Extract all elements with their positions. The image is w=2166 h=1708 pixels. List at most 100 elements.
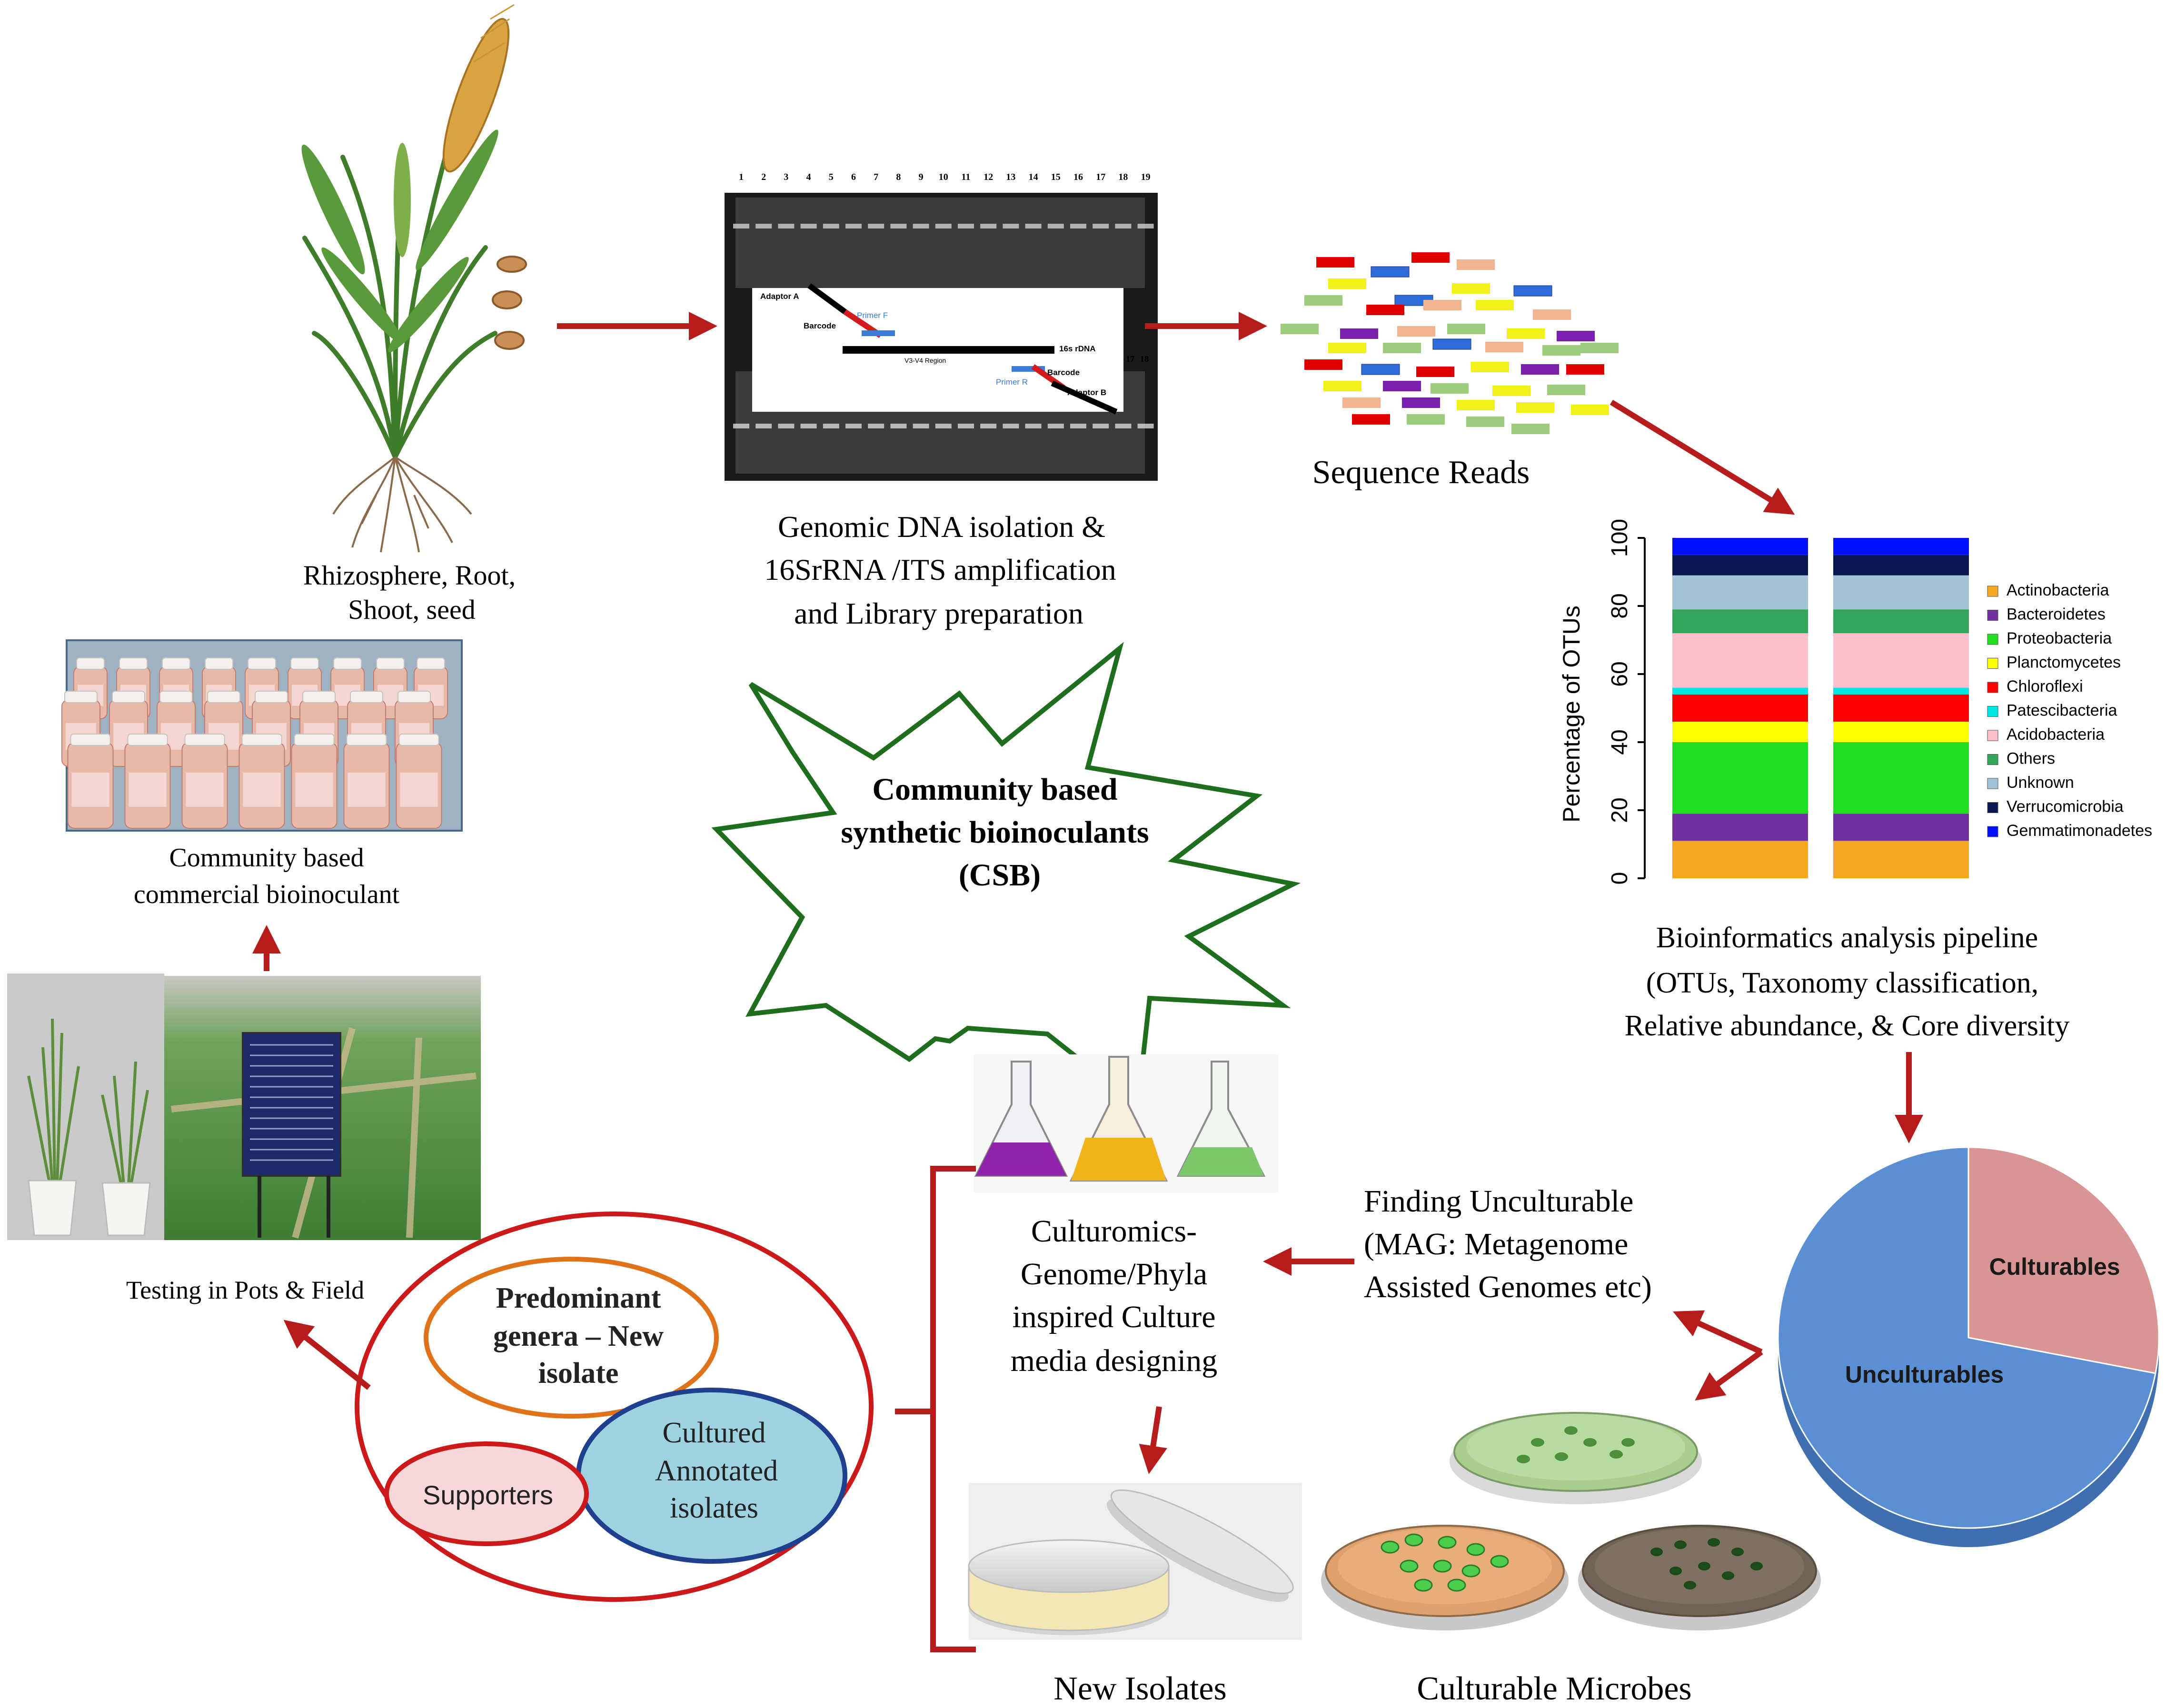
legend-swatch	[1987, 586, 1998, 597]
culturomics-label-line-4: media designing	[1011, 1343, 1217, 1378]
bar-segment-planctomycetes	[1833, 722, 1969, 742]
bottle-cap	[417, 657, 445, 670]
bottle-label	[348, 773, 386, 807]
bottle-cap	[346, 734, 387, 746]
gel-band	[913, 424, 929, 428]
gel-band	[778, 224, 795, 228]
legend-label: Verrucomicrobia	[2007, 798, 2124, 816]
gel-lane-number: 6	[851, 172, 856, 182]
bottle-label	[295, 773, 333, 807]
gel-lane-number: 10	[939, 172, 948, 182]
commercial-label-line-2: commercial bioinoculant	[134, 880, 400, 909]
pie-fork-arrows	[1673, 1310, 1763, 1401]
colony	[1414, 1579, 1433, 1592]
supporters-ellipse	[384, 1441, 589, 1546]
bottle-label	[400, 773, 438, 807]
bar-segment-chloroflexi	[1833, 694, 1969, 722]
sequence-read	[1516, 402, 1554, 413]
green-flask	[1176, 1061, 1266, 1177]
bioinformatics-label-line-3: Relative abundance, & Core diversity	[1625, 1010, 2070, 1042]
gel-lane-number: 4	[806, 172, 811, 182]
colony	[1555, 1452, 1568, 1461]
legend-label: Bacteroidetes	[2007, 606, 2106, 624]
bar-segment-gemmatimonadetes	[1672, 538, 1808, 555]
sequence-read	[1411, 252, 1450, 263]
y-axis-label: Percentage of OTUs	[1558, 606, 1585, 823]
bottle-cap	[112, 691, 145, 703]
sequence-read	[1457, 400, 1495, 410]
legend-swatch	[1987, 802, 1998, 813]
sequence-read	[1521, 364, 1559, 375]
colony	[1447, 1579, 1466, 1592]
yellow-flask	[1069, 1056, 1168, 1182]
cultured-label-line-1: Cultured	[663, 1417, 766, 1449]
gel-band	[935, 224, 952, 228]
bar-segment-others	[1833, 609, 1969, 634]
pie-label: Unculturables	[1845, 1361, 2004, 1388]
sequence-read	[1402, 397, 1440, 408]
csb-label-line-3: (CSB)	[959, 858, 1041, 893]
sequence-read	[1352, 414, 1390, 425]
gel-band	[845, 224, 862, 228]
gel-lane-number: 3	[784, 172, 788, 182]
bar-segment-proteobacteria	[1672, 742, 1808, 814]
workflow-arrows	[252, 312, 1923, 1474]
bottle-cap	[398, 734, 439, 746]
sequence-read	[1513, 285, 1552, 297]
legend-swatch	[1987, 754, 1998, 765]
gel-band	[935, 424, 952, 428]
bar-segment-verrucomicrobia	[1833, 555, 1969, 576]
bottle-label	[243, 773, 281, 807]
sequence-read	[1328, 343, 1366, 353]
sequence-read	[1485, 342, 1523, 352]
sequence-read	[1383, 343, 1421, 353]
gel-band	[868, 224, 884, 228]
gel-band	[755, 224, 772, 228]
sequence-read	[1281, 324, 1319, 334]
legend-label: Actinobacteria	[2007, 581, 2109, 599]
bar-segment-patescibacteria	[1833, 687, 1969, 695]
genomic-label-line-2: 16SrRNA /ITS amplification	[764, 553, 1116, 586]
colony	[1621, 1438, 1635, 1447]
colony	[1722, 1571, 1734, 1580]
gel-band	[733, 424, 749, 428]
bar-segment-bacteroidetes	[1833, 814, 1969, 841]
bar-segment-patescibacteria	[1672, 687, 1808, 695]
gel-band	[868, 424, 884, 428]
rdna-label: 16s rDNA	[1059, 344, 1096, 353]
gel-lane-number: 5	[829, 172, 834, 182]
sequence-reads-illustration	[1281, 252, 1619, 434]
plant-label-line-2: Shoot, seed	[348, 594, 475, 625]
bar-segment-chloroflexi	[1672, 694, 1808, 722]
sequence-read	[1323, 381, 1361, 391]
gel-electrophoresis-image: Adaptor A Barcode Primer F 16s rDNA V3-V…	[725, 193, 1158, 481]
bottle-cap	[64, 691, 98, 703]
bottle-label	[186, 773, 224, 807]
cultured-label-line-2: Annotated	[655, 1455, 778, 1487]
colony	[1698, 1562, 1710, 1570]
sequence-read	[1566, 364, 1604, 375]
bar-segment-gemmatimonadetes	[1833, 538, 1969, 555]
gel-bands-upper	[733, 224, 1154, 228]
sequence-read	[1571, 405, 1609, 415]
gel-lane-number: 14	[1029, 172, 1038, 182]
gel-band	[1115, 424, 1132, 428]
sequence-read	[1432, 338, 1471, 350]
colony	[1674, 1540, 1687, 1549]
sequence-read	[1304, 359, 1342, 370]
gel-band	[1070, 224, 1086, 228]
bottle-label	[129, 773, 167, 807]
gel-upper-panel	[735, 198, 1145, 288]
gel-band	[1093, 424, 1109, 428]
bar-segment-actinobacteria	[1672, 841, 1808, 878]
y-tick-label: 60	[1607, 661, 1632, 686]
gel-band	[823, 224, 839, 228]
adaptor-b-line	[1051, 380, 1118, 415]
gel-lane-number: 7	[874, 172, 878, 182]
legend-swatch	[1987, 826, 1998, 837]
bottle-cap	[162, 657, 190, 670]
legend-label: Chloroflexi	[2007, 677, 2083, 695]
bar-segment-proteobacteria	[1833, 742, 1969, 814]
sequence-read	[1328, 278, 1366, 289]
brown-agar-plate	[1578, 1525, 1821, 1630]
